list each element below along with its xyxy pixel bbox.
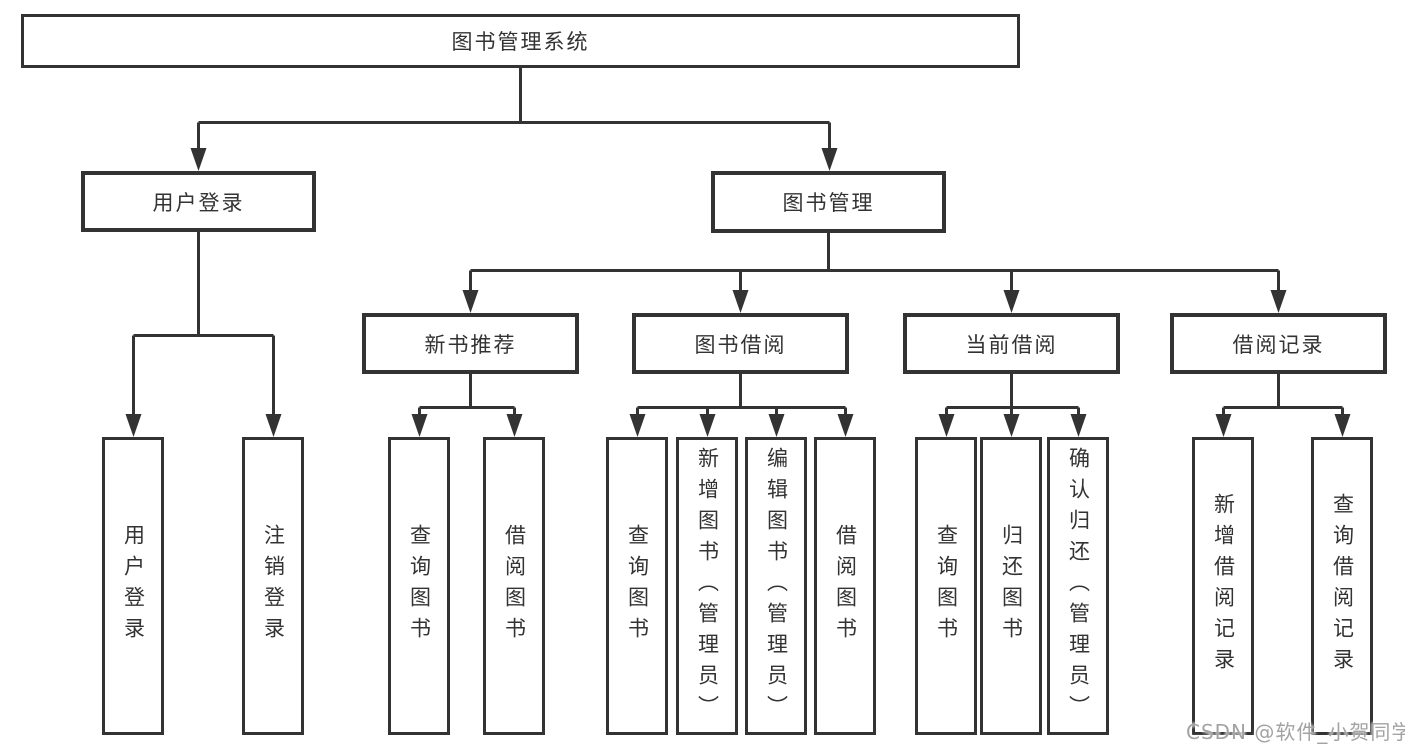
leaf-label: 编辑图书（管理员） [764,446,789,726]
leaf-edit-books-admin: 编辑图书（管理员） [745,437,807,735]
node-book-management: 图书管理 [711,171,946,233]
node-label: 图书借阅 [694,332,787,357]
leaf-query-books-recommend: 查询图书 [388,437,450,735]
node-book-borrowing: 图书借阅 [632,313,849,374]
leaf-label: 查询借阅记录 [1330,493,1355,679]
node-new-book-recommendation: 新书推荐 [362,313,579,374]
leaf-query-borrow-record: 查询借阅记录 [1311,437,1373,735]
leaf-label: 查询图书 [625,524,650,648]
leaf-label: 确认归还（管理员） [1066,446,1091,726]
watermark-text: CSDN @软件_小贺同学 [1186,720,1405,744]
leaf-label: 借阅图书 [833,524,858,648]
node-label: 用户登录 [152,190,245,215]
leaf-borrow-books-borrowing: 借阅图书 [814,437,876,735]
leaf-confirm-return-admin: 确认归还（管理员） [1047,437,1109,735]
leaf-label: 借阅图书 [502,524,527,648]
node-label: 新书推荐 [424,332,517,357]
leaf-label: 查询图书 [407,524,432,648]
leaf-label: 注销登录 [261,524,286,648]
leaf-label: 查询图书 [934,524,959,648]
leaf-borrow-books-recommend: 借阅图书 [483,437,545,735]
leaf-return-books: 归还图书 [980,437,1042,735]
node-label: 图书管理 [782,191,875,215]
node-library-system: 图书管理系统 [21,14,1020,68]
leaf-label: 新增图书（管理员） [695,446,720,726]
node-user-login: 用户登录 [81,171,316,232]
node-current-borrowing: 当前借阅 [903,313,1120,374]
leaf-user-login: 用户登录 [102,437,164,735]
leaf-query-books-current: 查询图书 [915,437,977,735]
node-label: 借阅记录 [1232,332,1325,357]
node-label: 图书管理系统 [451,30,590,54]
leaf-label: 归还图书 [999,524,1024,648]
leaf-logout-login: 注销登录 [242,437,304,735]
leaf-add-books-admin: 新增图书（管理员） [676,437,738,735]
leaf-add-borrow-record: 新增借阅记录 [1192,437,1254,735]
leaf-label: 新增借阅记录 [1211,493,1236,679]
node-borrowing-records: 借阅记录 [1170,313,1387,374]
leaf-query-books-borrowing: 查询图书 [606,437,668,735]
leaf-label: 用户登录 [121,524,146,648]
node-label: 当前借阅 [965,332,1058,357]
